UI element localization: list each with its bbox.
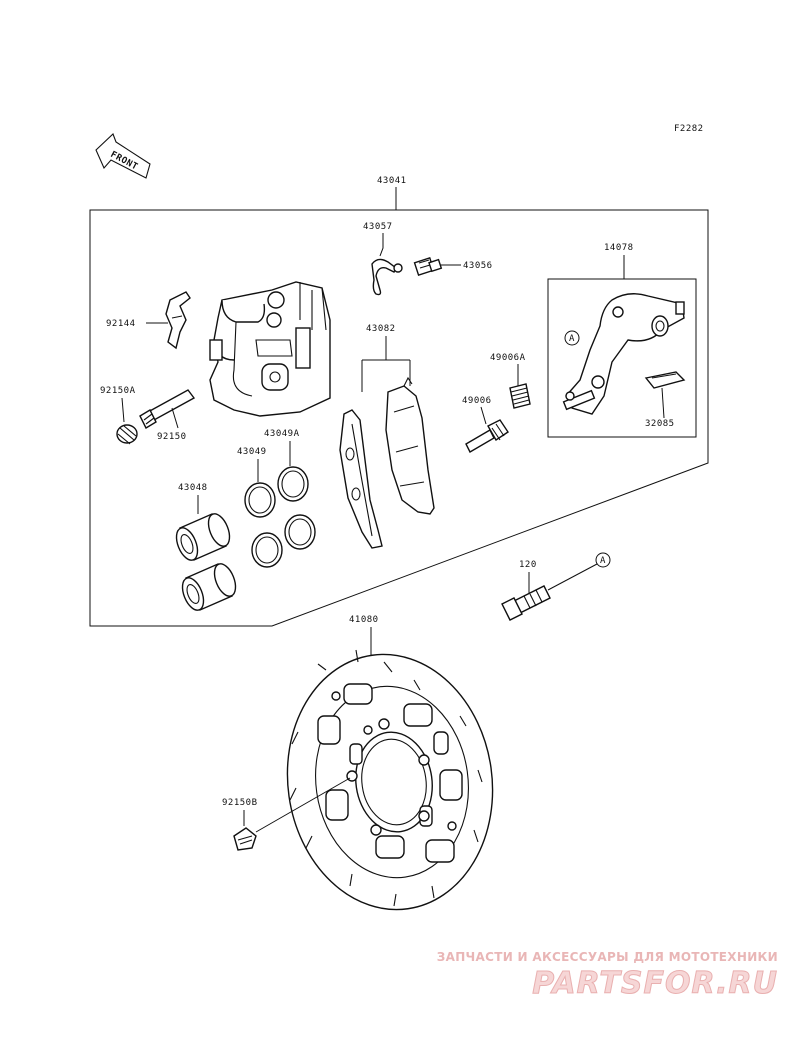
label-43048: 43048 [178, 483, 208, 493]
brake-disc-part [286, 649, 494, 911]
pin-boot-part [509, 383, 531, 409]
dust-seal-upper-right-part [277, 466, 309, 502]
bracket-subassembly-box [547, 278, 697, 438]
label-43049: 43049 [237, 447, 267, 457]
leader-32085 [661, 387, 665, 419]
caliper-bracket-part [562, 293, 685, 415]
bracket-mounting-bolt-part [501, 585, 551, 621]
leader-43057 [379, 233, 384, 257]
label-43057: 43057 [363, 222, 393, 232]
disc-mounting-bolt-part [233, 827, 257, 851]
label-41080: 41080 [349, 615, 379, 625]
label-32085: 32085 [645, 419, 675, 429]
label-92150A: 92150A [100, 386, 136, 396]
label-92144: 92144 [106, 319, 136, 329]
bleeder-cap-part [371, 258, 403, 296]
ref-a-marker-bolt: A [595, 552, 611, 568]
figure-code: F2282 [674, 124, 704, 134]
label-43049A: 43049A [264, 429, 300, 439]
leader-43082 [361, 336, 411, 392]
brake-pad-right-part [385, 376, 435, 515]
leader-49006 [480, 406, 487, 425]
svg-text:A: A [569, 334, 575, 344]
ref-a-marker-bracket: A [564, 330, 580, 346]
brake-pad-left-part [339, 409, 383, 549]
leader-92150B-to-disc [255, 777, 351, 833]
label-49006A: 49006A [490, 353, 526, 363]
label-43056: 43056 [463, 261, 493, 271]
piston-seal-lower-left-part [251, 532, 283, 568]
bleeder-valve-part [413, 256, 443, 277]
pin-bolt-part [139, 389, 196, 429]
plug-bolt-part [116, 424, 138, 445]
caliper-body-part [209, 281, 331, 417]
label-92150: 92150 [157, 432, 187, 442]
label-14078: 14078 [604, 243, 634, 253]
label-49006: 49006 [462, 396, 492, 406]
leader-92150A [121, 397, 125, 423]
label-43041: 43041 [377, 176, 407, 186]
pad-retainer-clip-part [165, 291, 191, 350]
front-arrow-icon: FRONT [95, 133, 151, 179]
piston-upper-part [175, 513, 231, 561]
leader-ref-a [547, 563, 598, 591]
dust-seal-lower-right-part [284, 514, 316, 550]
label-92150B: 92150B [222, 798, 258, 808]
watermark-logo: PARTSFOR.RU [532, 966, 778, 1002]
label-43082: 43082 [366, 324, 396, 334]
pad-spring-part [644, 371, 686, 389]
watermark-tagline: ЗАПЧАСТИ И АКСЕССУАРЫ ДЛЯ МОТОТЕХНИКИ [436, 950, 778, 964]
caliper-assembly-boundary [89, 209, 709, 627]
leader-92150 [171, 407, 179, 429]
svg-text:A: A [600, 556, 606, 566]
piston-seal-upper-left-part [244, 482, 276, 518]
piston-lower-part [181, 563, 237, 611]
label-120: 120 [519, 560, 537, 570]
caliper-slide-pin-part [465, 419, 509, 453]
